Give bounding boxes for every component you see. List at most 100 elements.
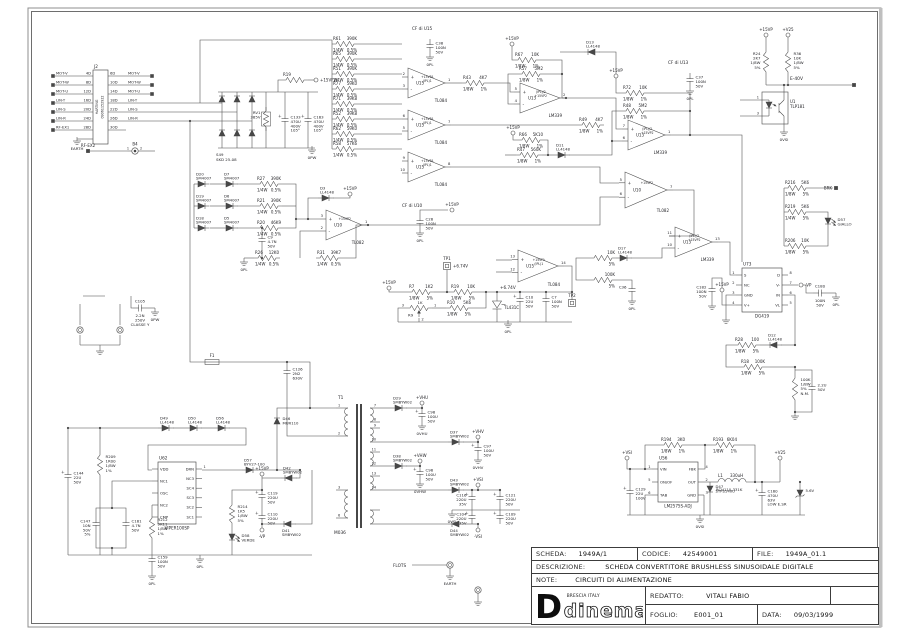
- svg-text:C160: C160: [768, 489, 779, 494]
- svg-text:10D: 10D: [110, 81, 118, 85]
- svg-text:1: 1: [648, 465, 650, 469]
- svg-text:LL4148: LL4148: [556, 147, 570, 152]
- svg-text:LIN-T: LIN-T: [128, 99, 138, 103]
- svg-text:3K0: 3K0: [677, 437, 685, 442]
- svg-text:VDD: VDD: [160, 466, 169, 471]
- svg-text:CMP: CMP: [160, 514, 169, 519]
- svg-text:R66: R66: [519, 132, 527, 137]
- svg-text:1/4W: 1/4W: [785, 216, 795, 221]
- junction-dot: [753, 480, 757, 484]
- power-rail: +VHW: [413, 453, 427, 464]
- svg-text:D3: D3: [320, 186, 326, 191]
- svg-text:+: +: [678, 234, 682, 240]
- svg-text:SMBYW02: SMBYW02: [450, 482, 470, 487]
- wire: [599, 51, 617, 74]
- svg-text:3: 3: [757, 112, 759, 116]
- svg-text:2: 2: [422, 318, 424, 322]
- svg-text:220U: 220U: [456, 497, 466, 502]
- wire: [644, 444, 660, 469]
- svg-text:-: -: [329, 230, 331, 235]
- svg-text:C182: C182: [696, 285, 707, 290]
- wire: [111, 480, 152, 508]
- svg-text:NC2: NC2: [160, 502, 168, 507]
- svg-text:IN: IN: [776, 292, 780, 297]
- svg-text:5M2: 5M2: [638, 103, 647, 108]
- svg-text:BYV27-100: BYV27-100: [244, 462, 265, 467]
- svg-text:0.5%: 0.5%: [347, 153, 357, 158]
- svg-text:390K: 390K: [347, 36, 358, 41]
- svg-text:100N: 100N: [436, 45, 446, 50]
- svg-text:SMBYW02: SMBYW02: [450, 434, 470, 439]
- svg-text:(IPL)/2: (IPL)/2: [642, 127, 652, 131]
- junction-dot: [188, 119, 192, 123]
- svg-text:D57: D57: [244, 458, 252, 463]
- svg-text:R209: R209: [106, 454, 117, 459]
- capacitor: C36: [619, 283, 636, 297]
- svg-text:+: +: [411, 159, 415, 165]
- svg-text:1%: 1%: [537, 78, 544, 83]
- svg-text:+15VFA: +15VFA: [533, 258, 546, 262]
- svg-text:C133: C133: [291, 115, 302, 120]
- svg-text:VL: VL: [775, 302, 781, 307]
- svg-text:2: 2: [563, 93, 565, 97]
- svg-text:1/8W: 1/8W: [623, 97, 633, 102]
- junction-dot: [476, 522, 480, 526]
- svg-text:RV1: RV1: [253, 110, 261, 115]
- svg-text:S49: S49: [216, 152, 224, 157]
- junction-dot: [793, 365, 797, 369]
- svg-text:MOT-U: MOT-U: [56, 90, 68, 94]
- junction-dot: [484, 290, 488, 294]
- svg-text:R19: R19: [283, 72, 291, 77]
- svg-text:1/8W: 1/8W: [519, 78, 529, 83]
- svg-text:1: 1: [757, 96, 759, 100]
- svg-text:1/4W: 1/4W: [333, 138, 343, 143]
- svg-text:OUT: OUT: [688, 479, 697, 484]
- svg-text:R20: R20: [257, 220, 265, 225]
- svg-text:10: 10: [372, 438, 376, 442]
- svg-text:+: +: [329, 217, 333, 223]
- svg-text:1/8W: 1/8W: [750, 60, 760, 65]
- svg-text:D49: D49: [160, 416, 168, 421]
- svg-text:50V: 50V: [268, 499, 276, 504]
- svg-text:NC3: NC3: [186, 476, 194, 481]
- svg-text:+15VFW: +15VFW: [320, 78, 337, 83]
- svg-text:39K8: 39K8: [347, 111, 358, 116]
- power-rail: +V25: [774, 450, 786, 461]
- svg-text:-VP: -VP: [259, 534, 266, 539]
- svg-text:-: -: [678, 247, 680, 252]
- svg-text:5%: 5%: [801, 386, 807, 391]
- svg-text:5K6: 5K6: [801, 204, 809, 209]
- svg-text:1: 1: [127, 147, 129, 151]
- wire: [333, 196, 351, 199]
- svg-text:D37: D37: [450, 430, 458, 435]
- svg-text:6: 6: [620, 192, 623, 196]
- junction-dot: [546, 153, 550, 157]
- svg-text:50V: 50V: [428, 418, 436, 423]
- titleblock-redatto: REDATTO: VITALI FABIO: [646, 587, 831, 605]
- svg-text:R71: R71: [333, 96, 341, 101]
- svg-text:390K: 390K: [347, 51, 358, 56]
- svg-text:7: 7: [670, 185, 673, 189]
- svg-text:NC1: NC1: [160, 478, 168, 483]
- wire: [295, 470, 313, 525]
- svg-text:R52: R52: [333, 111, 341, 116]
- svg-text:50V: 50V: [74, 479, 82, 484]
- wire: [451, 166, 619, 184]
- svg-text:26D: 26D: [110, 117, 118, 121]
- junction-dot: [560, 72, 564, 76]
- svg-text:LM339: LM339: [654, 150, 668, 155]
- svg-text:1/8W: 1/8W: [785, 250, 795, 255]
- svg-text:0PL: 0PL: [833, 302, 841, 307]
- titleblock-descrizione: DESCRIZIONE: SCHEDA CONVERTITORE BRUSHLE…: [532, 561, 878, 574]
